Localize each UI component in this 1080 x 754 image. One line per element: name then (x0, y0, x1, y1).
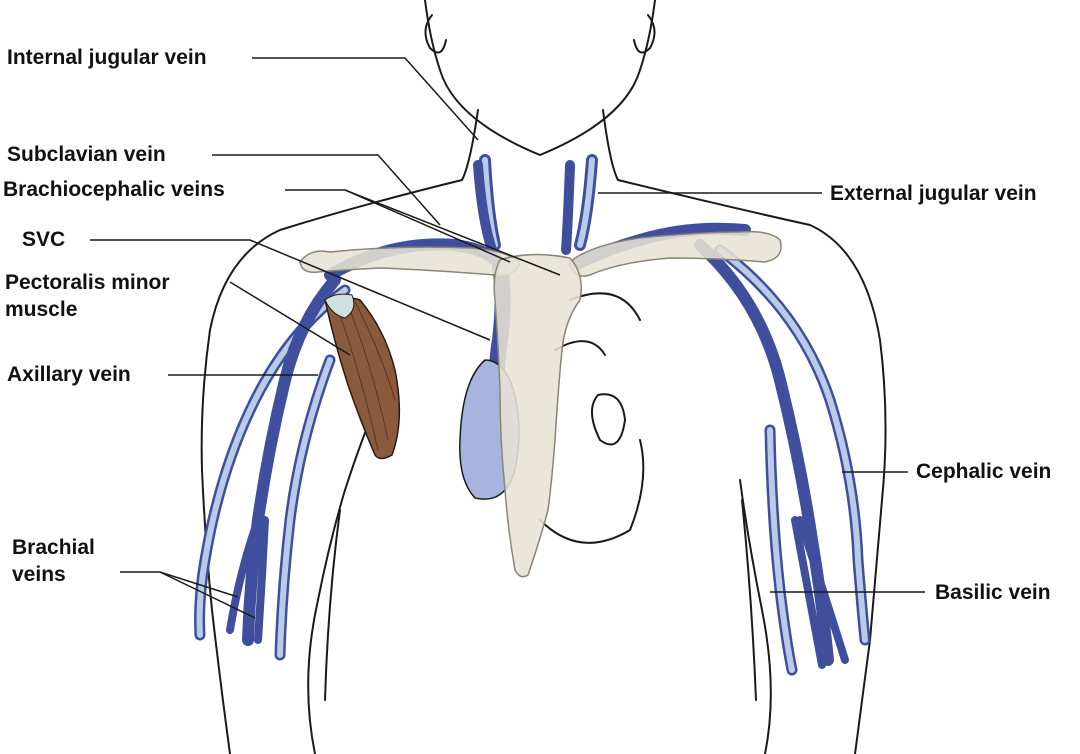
leader-brachial-veins-2 (159, 571, 256, 619)
label-subclavian-vein: Subclavian vein (7, 143, 166, 166)
label-basilic-vein: Basilic vein (935, 581, 1051, 604)
leader-svc (90, 239, 491, 341)
label-pectoralis-minor-line1: Pectoralis minor (5, 271, 170, 294)
skeleton (299, 230, 782, 578)
leader-subclavian-vein (212, 154, 441, 226)
leader-pectoralis-minor-muscle (229, 281, 351, 356)
label-svc: SVC (22, 228, 66, 251)
label-external-jugular-vein: External jugular vein (830, 182, 1037, 205)
label-cephalic-vein: Cephalic vein (916, 460, 1052, 483)
leader-lines (90, 57, 925, 619)
pectoralis-minor-muscle (324, 293, 401, 460)
sternum (493, 253, 582, 578)
leader-internal-jugular-vein (252, 57, 479, 141)
leader-brachiocephalic-veins-2 (344, 189, 561, 276)
leader-brachial-veins (120, 571, 239, 598)
label-internal-jugular-vein: Internal jugular vein (7, 46, 207, 69)
label-brachial-veins-line2: veins (12, 563, 66, 586)
label-pectoralis-minor-line2: muscle (5, 298, 78, 321)
label-axillary-vein: Axillary vein (7, 363, 131, 386)
right-clavicle (569, 230, 782, 277)
label-brachial-veins-line1: Brachial (12, 536, 95, 559)
label-brachiocephalic-veins: Brachiocephalic veins (3, 178, 225, 201)
